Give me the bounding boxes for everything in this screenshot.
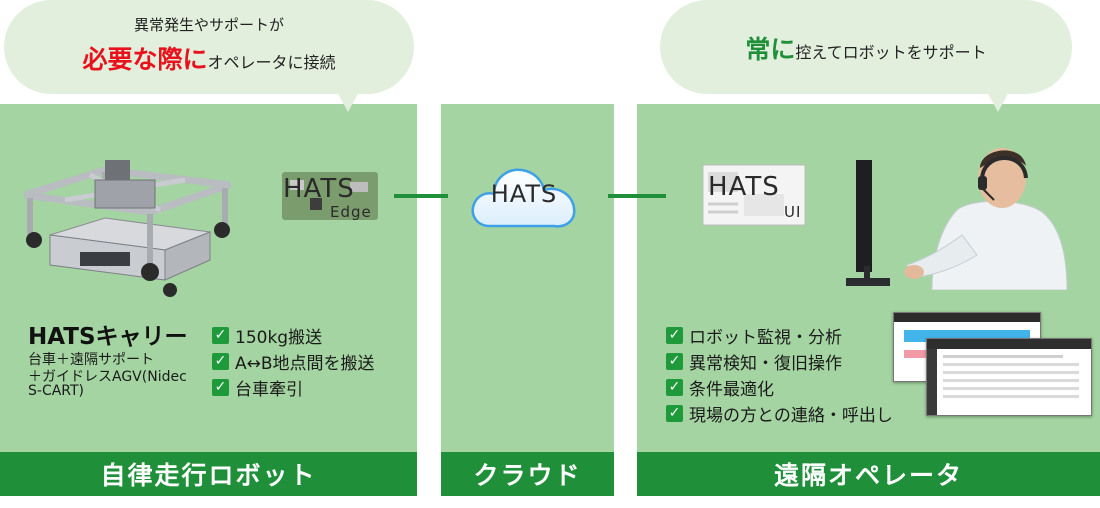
speech-bubble-right	[660, 0, 1072, 94]
bubble-left-emphasis: 必要な際に	[82, 45, 208, 74]
footer-cloud: クラウド	[441, 452, 614, 496]
robot-feature-list: ✓ 150kg搬送 ✓ A↔B地点間を搬送 ✓ 台車牽引	[212, 322, 375, 400]
list-item: ✓ ロボット監視・分析	[666, 322, 893, 348]
check-icon: ✓	[212, 378, 229, 396]
cloud-icon	[471, 168, 576, 228]
speech-bubble-left	[4, 0, 414, 94]
monitor-image	[846, 160, 890, 286]
operator-feature-list: ✓ ロボット監視・分析 ✓ 異常検知・復旧操作 ✓ 条件最適化 ✓ 現場の方との連絡・呼…	[666, 322, 893, 426]
list-item: ✓ 現場の方との連絡・呼出し	[666, 400, 893, 426]
hats-cloud-label: HATS	[490, 180, 558, 208]
hats-ui-label: HATS	[708, 172, 780, 202]
feature-label: 現場の方との連絡・呼出し	[689, 405, 893, 426]
feature-label: A↔B地点間を搬送	[235, 353, 375, 374]
check-icon: ✓	[666, 352, 683, 370]
connector-edge-cloud	[394, 194, 448, 198]
check-icon: ✓	[666, 378, 683, 396]
check-icon: ✓	[666, 326, 683, 344]
list-item: ✓ 台車牽引	[212, 374, 375, 400]
carrier-title: HATSキャリー	[28, 324, 188, 350]
list-item: ✓ 150kg搬送	[212, 322, 375, 348]
bubble-right-emphasis: 常に	[745, 35, 796, 64]
feature-label: ロボット監視・分析	[689, 327, 842, 348]
carrier-desc-line3: S-CART)	[28, 383, 85, 399]
bubble-left-rest: オペレータに接続	[207, 53, 336, 72]
check-icon: ✓	[212, 326, 229, 344]
list-item: ✓ 異常検知・復旧操作	[666, 348, 893, 374]
speech-bubble-right-tail	[986, 90, 1010, 112]
software-screenshot-front	[926, 338, 1092, 416]
hats-edge-sublabel: Edge	[330, 203, 372, 221]
carrier-desc-line1: 台車＋遠隔サポート	[28, 352, 154, 368]
edge-board-image	[282, 172, 378, 220]
list-item: ✓ A↔B地点間を搬送	[212, 348, 375, 374]
bubble-left-line1: 異常発生やサポートが	[133, 16, 284, 34]
list-item: ✓ 条件最適化	[666, 374, 893, 400]
check-icon: ✓	[666, 404, 683, 422]
bubble-right-text: 常に控えてロボットをサポート	[660, 30, 1072, 66]
speech-bubble-left-tail	[336, 90, 360, 112]
feature-label: 条件最適化	[689, 379, 774, 400]
footer-robot: 自律走行ロボット	[0, 452, 417, 496]
cloud-panel	[441, 104, 614, 452]
operator-person-image	[904, 148, 1068, 290]
hats-edge-label: HATS	[283, 174, 355, 204]
bubble-right-rest: 控えてロボットをサポート	[795, 43, 987, 62]
bubble-left-line2: 必要な際にオペレータに接続	[4, 40, 414, 76]
feature-label: 150kg搬送	[235, 327, 323, 348]
hats-ui-sublabel: UI	[784, 203, 802, 221]
feature-label: 台車牽引	[235, 379, 303, 400]
ui-screen-image	[702, 164, 806, 226]
carrier-desc-line2: ＋ガイドレスAGV(Nidec	[28, 369, 187, 385]
agv-cart-image	[23, 160, 232, 297]
check-icon: ✓	[212, 352, 229, 370]
robot-panel	[0, 104, 417, 452]
footer-operator: 遠隔オペレータ	[637, 452, 1100, 496]
connector-cloud-ui	[608, 194, 666, 198]
feature-label: 異常検知・復旧操作	[689, 353, 842, 374]
